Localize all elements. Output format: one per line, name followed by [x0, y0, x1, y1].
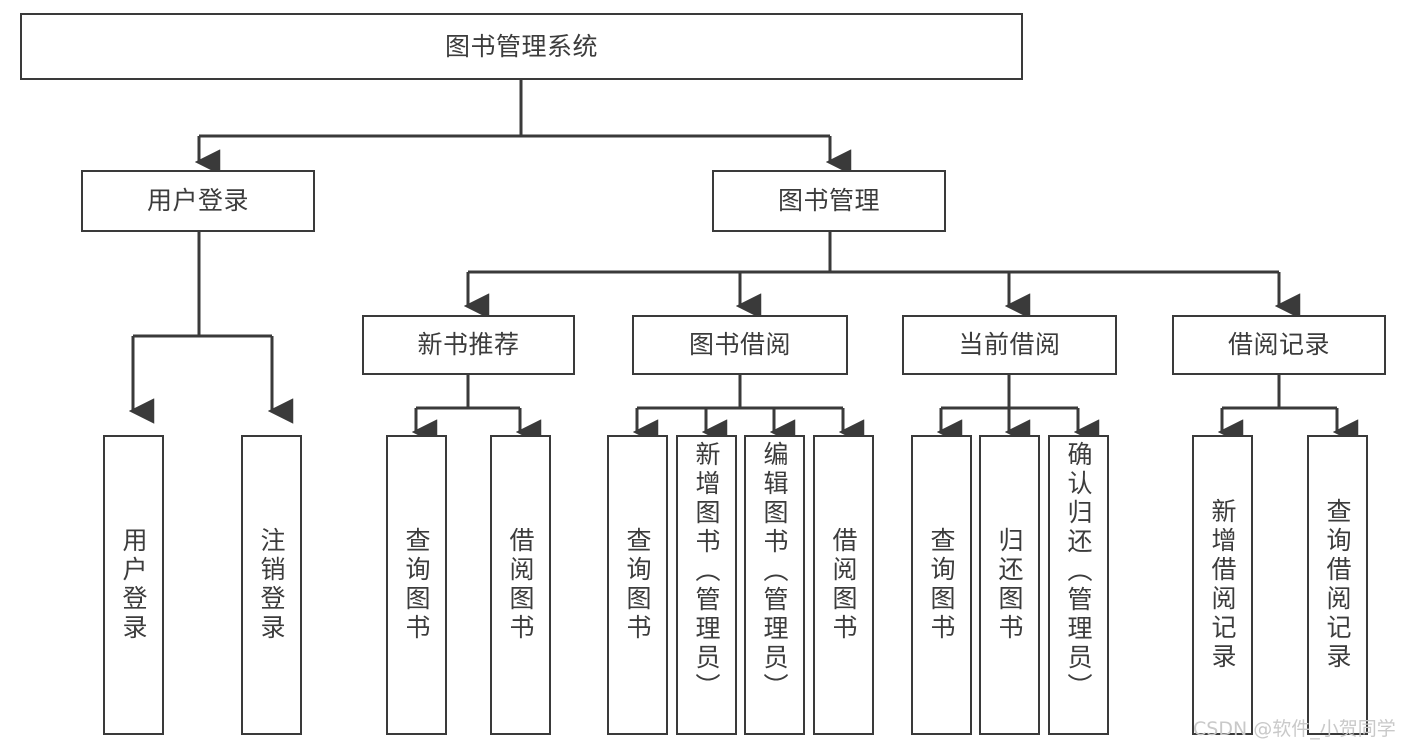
- node-book-management[interactable]: 图书管理: [712, 170, 946, 232]
- node-label: 图书管理系统: [444, 31, 598, 61]
- node-label: 图书管理: [777, 186, 880, 216]
- leaf-edit-book-admin[interactable]: 编辑图书（管理员）: [744, 435, 805, 735]
- node-label: 查询图书: [927, 527, 956, 643]
- node-label: 查询图书: [623, 527, 652, 643]
- node-label: 新增借阅记录: [1208, 498, 1237, 672]
- node-label: 新增图书（管理员）: [692, 441, 721, 702]
- leaf-confirm-return-admin[interactable]: 确认归还（管理员）: [1048, 435, 1109, 735]
- node-root-system[interactable]: 图书管理系统: [20, 13, 1023, 80]
- node-label: 新书推荐: [417, 330, 520, 360]
- node-label: 图书借阅: [688, 330, 791, 360]
- leaf-return-book[interactable]: 归还图书: [979, 435, 1040, 735]
- node-label: 编辑图书（管理员）: [760, 441, 789, 702]
- node-new-book-recommend[interactable]: 新书推荐: [362, 315, 575, 375]
- csdn-watermark: CSDN @软件_小贺同学: [1193, 718, 1396, 740]
- node-label: 借阅图书: [506, 527, 535, 643]
- node-label: 当前借阅: [958, 330, 1061, 360]
- node-label: 确认归还（管理员）: [1064, 441, 1093, 702]
- node-label: 借阅记录: [1227, 330, 1330, 360]
- node-label: 借阅图书: [829, 527, 858, 643]
- leaf-borrow-book[interactable]: 借阅图书: [813, 435, 874, 735]
- node-borrow-record[interactable]: 借阅记录: [1172, 315, 1386, 375]
- node-label: 用户登录: [146, 186, 249, 216]
- leaf-add-borrow-record[interactable]: 新增借阅记录: [1192, 435, 1253, 735]
- node-user-login[interactable]: 用户登录: [81, 170, 315, 232]
- node-book-borrow[interactable]: 图书借阅: [632, 315, 848, 375]
- node-label: 注销登录: [257, 527, 286, 643]
- leaf-add-book-admin[interactable]: 新增图书（管理员）: [676, 435, 737, 735]
- node-current-borrow[interactable]: 当前借阅: [902, 315, 1117, 375]
- node-label: 查询图书: [402, 527, 431, 643]
- leaf-user-logout[interactable]: 注销登录: [241, 435, 302, 735]
- node-label: 归还图书: [995, 527, 1024, 643]
- leaf-query-book-recommend[interactable]: 查询图书: [386, 435, 447, 735]
- node-label: 查询借阅记录: [1323, 498, 1352, 672]
- leaf-borrow-book-recommend[interactable]: 借阅图书: [490, 435, 551, 735]
- leaf-query-borrow-record[interactable]: 查询借阅记录: [1307, 435, 1368, 735]
- leaf-user-login[interactable]: 用户登录: [103, 435, 164, 735]
- leaf-query-book-borrow[interactable]: 查询图书: [607, 435, 668, 735]
- node-label: 用户登录: [119, 527, 148, 643]
- leaf-query-book-current[interactable]: 查询图书: [911, 435, 972, 735]
